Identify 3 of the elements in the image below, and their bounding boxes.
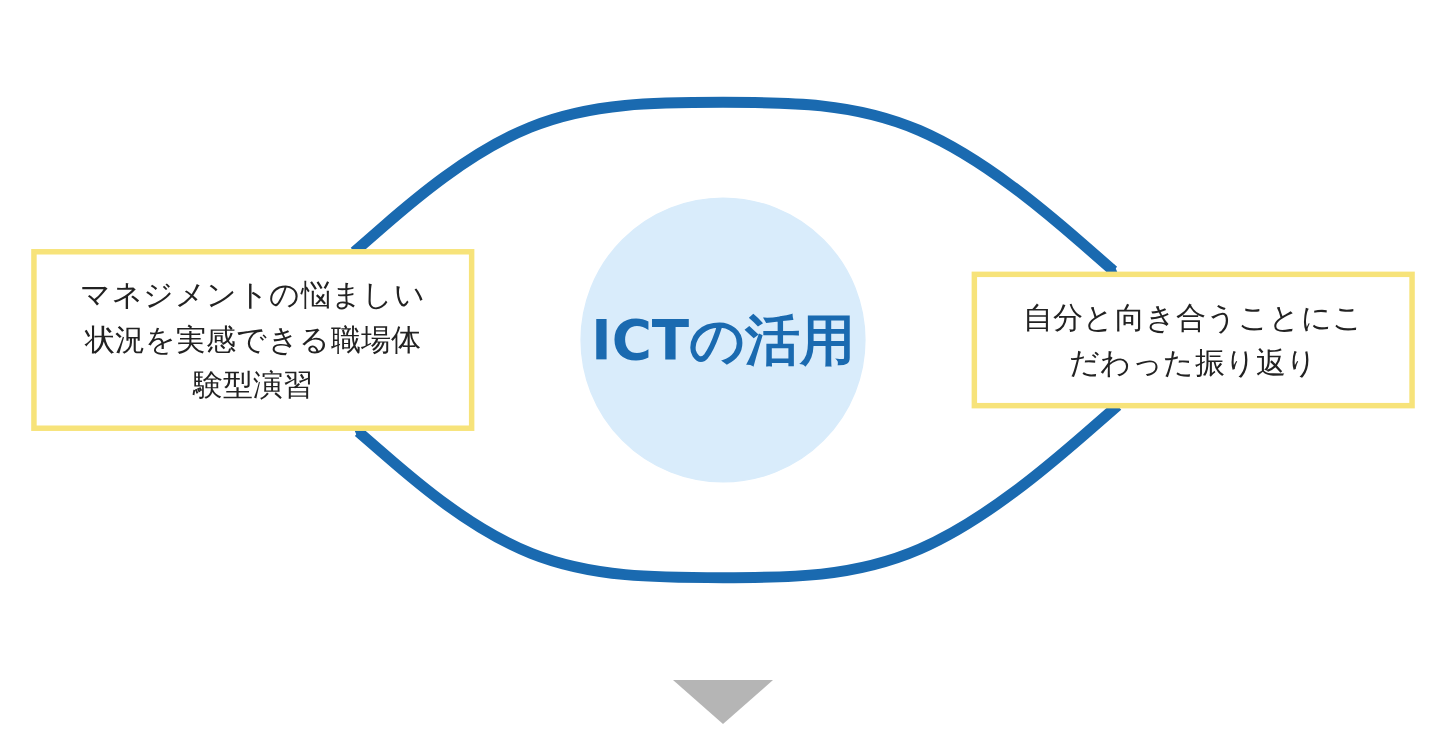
- node-box: 自分と向き合うことにこだわった振り返り: [971, 271, 1415, 409]
- node-circle: ICTの活用: [579, 197, 866, 483]
- node-box: マネジメントの悩ましい状況を実感できる職場体験型演習: [30, 249, 474, 431]
